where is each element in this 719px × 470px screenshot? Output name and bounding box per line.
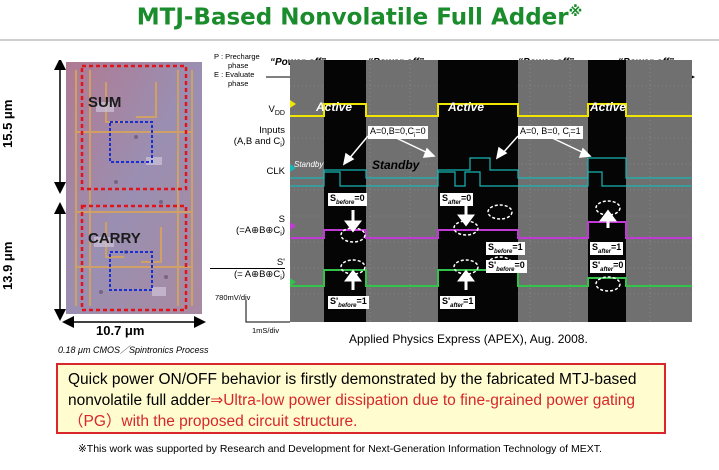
s-after-0-label: Safter=0 (440, 193, 474, 206)
carry-label: CARRY (88, 230, 141, 247)
conclusion-arrow: ⇒ (210, 392, 224, 409)
conclusion-highlight: Ultra-low power dissipation due to fine-… (68, 392, 636, 430)
height-bottom-dimension: 13.9 μm (0, 241, 15, 290)
active-label-1: Active (316, 100, 353, 114)
volt-per-div: 780mV/div (215, 293, 251, 302)
page-title: MTJ-Based Nonvolatile Full Adder※ (136, 4, 583, 31)
height-top-dimension: 15.5 μm (0, 99, 15, 148)
chip-micrograph: SUM CARRY (66, 62, 202, 314)
citation: Applied Physics Express (APEX), Aug. 200… (349, 332, 588, 346)
process-caption: 0.18 μm CMOS／Spintronics Process (58, 345, 209, 355)
active-label-2: Active (448, 100, 485, 114)
title-divider (0, 39, 719, 41)
input-condition-2: A=0, B=0, Ci=1 (518, 126, 583, 139)
conclusion-text: Quick power ON/OFF behavior is firstly d… (68, 371, 637, 409)
sprime-after-0-label: S'after=0 (590, 260, 626, 273)
s-before-0-label: Sbefore=0 (328, 193, 367, 206)
conclusion-box: Quick power ON/OFF behavior is firstly d… (56, 363, 666, 434)
scale-brackets (245, 300, 290, 323)
standby-label-main: Standby (372, 158, 420, 172)
funding-footnote: ※This work was supported by Research and… (78, 443, 602, 455)
input-condition-1: A=0,B=0,Ci=0 (368, 126, 428, 139)
s-after-1-label: Safter=1 (590, 242, 624, 255)
s-before-1-label: Sbefore=1 (486, 242, 525, 255)
oscilloscope-screen: Active Active Active Standby Standby A=0… (290, 60, 692, 322)
scope-waveforms (290, 60, 692, 322)
sprime-after-1-label: S'after=1 (440, 296, 476, 309)
sum-label: SUM (88, 94, 122, 111)
dimension-arrows (54, 60, 206, 328)
inputs-label: Inputs (A,B and Ci) (233, 125, 285, 149)
sprime-before-1-label: S'before=1 (328, 296, 369, 309)
time-per-div: 1mS/div (252, 326, 280, 335)
active-label-3: Active (590, 100, 627, 114)
standby-label-small: Standby (294, 160, 324, 169)
sprime-label: S' (= A⊕B⊕Ci) (210, 257, 285, 284)
s-label: S (=A⊕B⊕Ci) (236, 214, 285, 238)
sprime-before-0-label: S'before=0 (486, 260, 527, 273)
width-dimension: 10.7 μm (96, 323, 145, 338)
footnote-mark: ※ (568, 4, 583, 20)
chip-image (66, 62, 202, 314)
vdd-label: VDD (268, 104, 285, 117)
phase-legend: P : Precharge phase E : Evaluate phase (214, 52, 260, 88)
clk-label: CLK (266, 166, 285, 177)
